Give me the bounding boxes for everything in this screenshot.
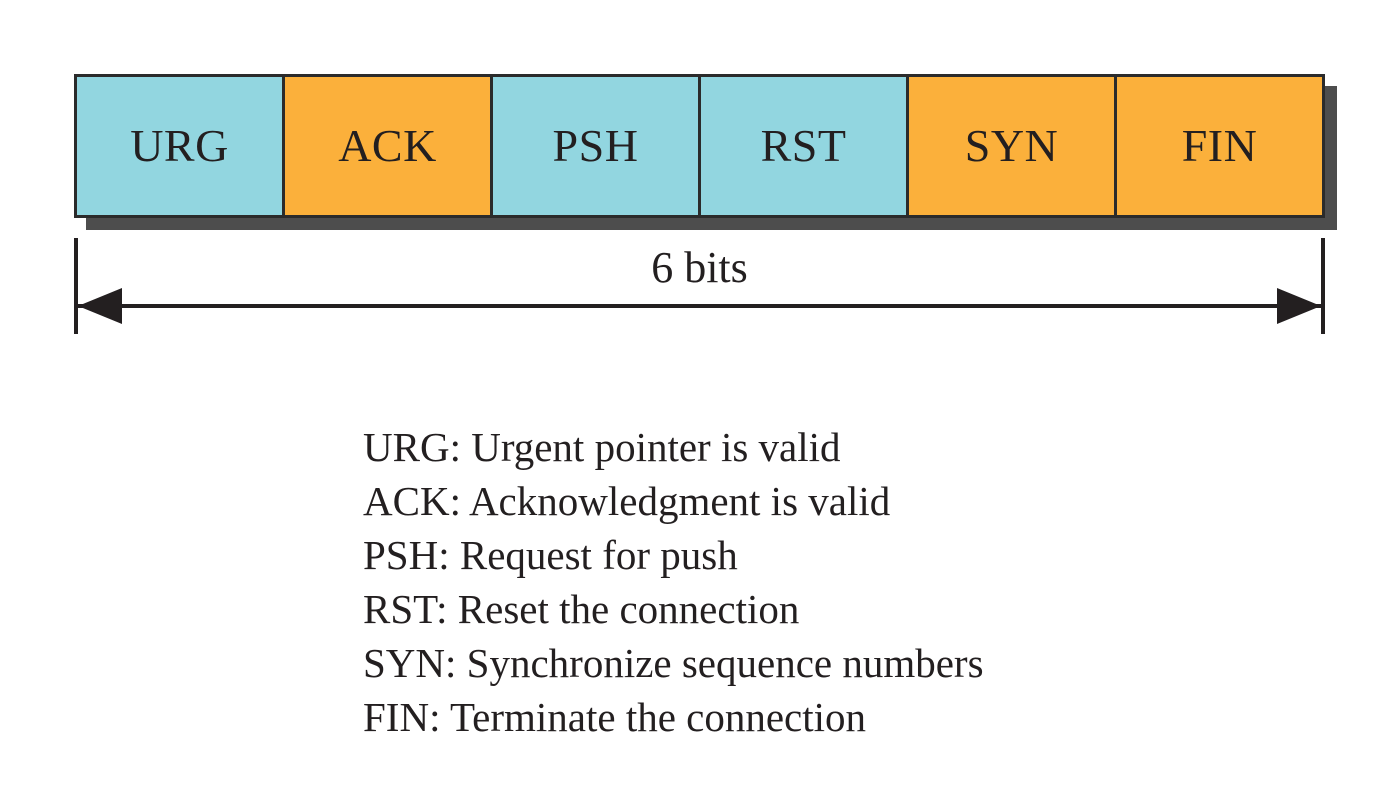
flag-cell-rst: RST xyxy=(701,77,909,215)
flag-label-ack: ACK xyxy=(338,120,437,171)
flag-label-urg: URG xyxy=(130,120,229,171)
flags-legend: URG: Urgent pointer is valid ACK: Acknow… xyxy=(363,420,1263,744)
flag-label-fin: FIN xyxy=(1181,120,1258,171)
flag-label-rst: RST xyxy=(760,120,847,171)
legend-item-syn: SYN: Synchronize sequence numbers xyxy=(363,640,984,686)
flag-cell-syn: SYN xyxy=(909,77,1117,215)
flags-bar: URG ACK PSH RST SYN FIN xyxy=(74,74,1325,218)
arrow-left-icon xyxy=(78,288,122,324)
dimension-line xyxy=(78,304,1321,308)
dimension-tick-left xyxy=(74,238,78,334)
flag-cell-ack: ACK xyxy=(285,77,493,215)
arrow-right-icon xyxy=(1277,288,1321,324)
legend-item-rst: RST: Reset the connection xyxy=(363,586,800,632)
dimension-tick-right xyxy=(1321,238,1325,334)
legend-item-ack: ACK: Acknowledgment is valid xyxy=(363,478,891,524)
flag-label-psh: PSH xyxy=(552,120,639,171)
legend-item-psh: PSH: Request for push xyxy=(363,532,738,578)
dimension-annotation: 6 bits xyxy=(74,238,1325,334)
flag-label-syn: SYN xyxy=(964,120,1059,171)
legend-item-fin: FIN: Terminate the connection xyxy=(363,694,867,740)
legend-item-urg: URG: Urgent pointer is valid xyxy=(363,424,841,470)
dimension-label: 6 bits xyxy=(651,243,748,292)
flag-cell-fin: FIN xyxy=(1117,77,1322,215)
flag-cell-psh: PSH xyxy=(493,77,701,215)
flag-cell-urg: URG xyxy=(77,77,285,215)
